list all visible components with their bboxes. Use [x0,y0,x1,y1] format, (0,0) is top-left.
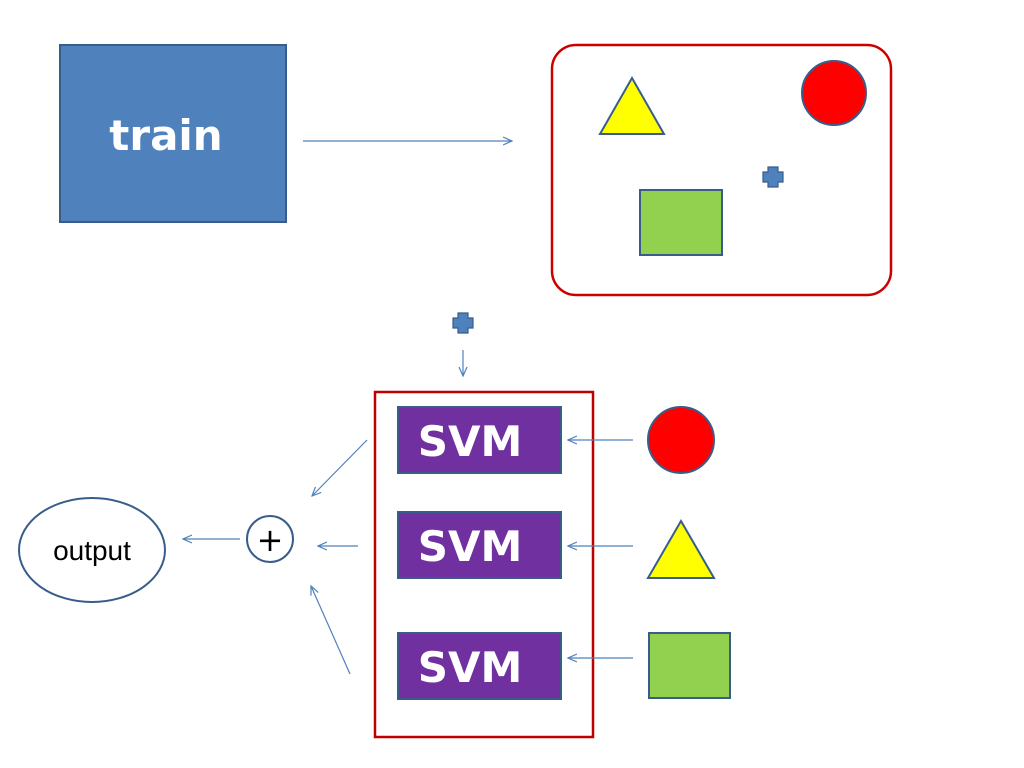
training-cluster [550,43,893,297]
cluster-triangle-shape [598,75,666,135]
svm-bottom-node: SVM [397,632,562,700]
train-label: train [109,111,222,160]
svm-top-box [397,406,562,474]
output-ellipse [18,497,166,603]
output-label: output [53,535,131,566]
input-triangle-shape [646,519,716,579]
cluster-square-shape [639,189,723,256]
output-node: output [18,497,166,603]
arrow-svm-bottom-to-combiner [311,586,351,675]
ensemble-box [373,390,595,739]
svm-bottom-box [397,632,562,700]
cluster-cross-shape [762,166,784,188]
arrow-svm-top-to-combiner [312,439,368,496]
svm-top-node: SVM [397,406,562,474]
combiner-node: + [246,515,294,563]
svm-top-label: SVM [418,417,523,466]
svm-middle-node: SVM [397,511,562,579]
train-box [59,44,287,223]
input-square-shape [648,632,731,699]
svm-bottom-label: SVM [418,643,523,692]
cluster-circle-shape [801,60,867,126]
combiner-circle [246,515,294,563]
svm-middle-box [397,511,562,579]
svm-middle-label: SVM [418,522,523,571]
train-node: train [59,44,287,223]
query-cross-shape [452,312,474,334]
combiner-label: + [257,521,284,559]
input-circle-shape [647,406,715,474]
